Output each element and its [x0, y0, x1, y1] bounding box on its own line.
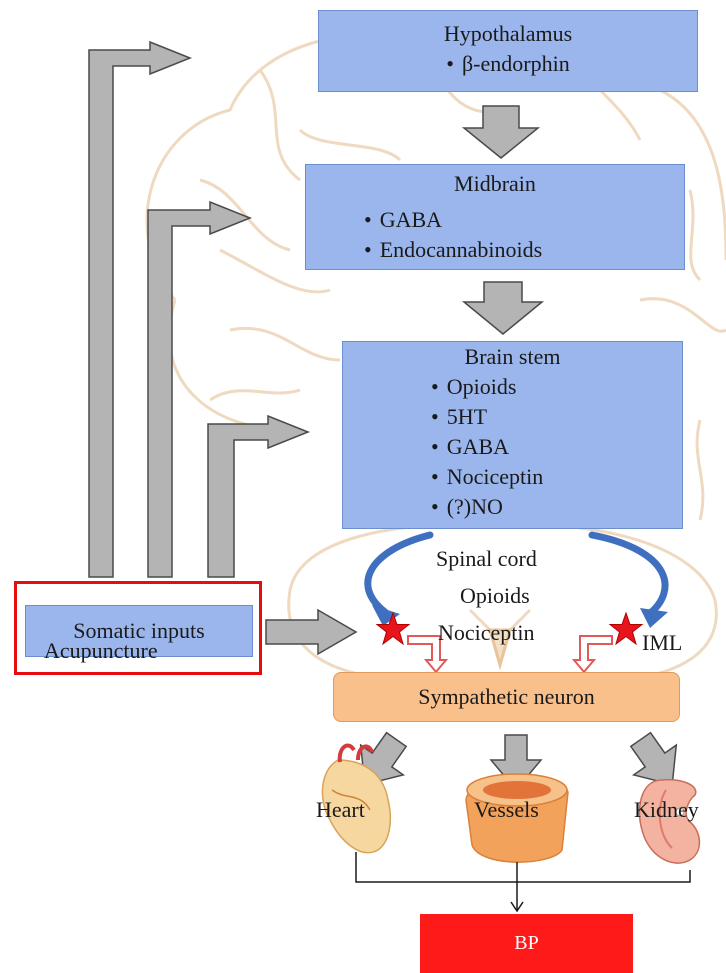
arrow-to-hypothalamus: [89, 42, 190, 577]
list-item: Nociceptin: [431, 462, 682, 492]
spinal-cord-title: Spinal cord: [436, 546, 537, 572]
kidney-label: Kidney: [634, 797, 699, 823]
arrow-somatic-to-spinal: [266, 610, 356, 654]
list-item: 5HT: [431, 402, 682, 432]
list-item: GABA: [431, 432, 682, 462]
brain-stem-title: Brain stem: [343, 342, 682, 372]
star-icon: [610, 613, 642, 644]
midbrain-box: Midbrain GABA Endocannabinoids: [305, 164, 685, 270]
list-item: (?)NO: [431, 492, 682, 522]
list-item: Endocannabinoids: [364, 235, 684, 265]
arrow-midbrain-to-brainstem: [464, 282, 542, 334]
arrow-hypothalamus-to-midbrain: [464, 106, 538, 158]
bp-box: BP: [420, 914, 633, 973]
list-item: β-endorphin: [319, 49, 697, 79]
midbrain-list: GABA Endocannabinoids: [306, 205, 684, 265]
hypothalamus-title: Hypothalamus: [319, 19, 697, 49]
spinal-cord-item-opioids: Opioids: [460, 583, 530, 609]
heart-label: Heart: [316, 797, 365, 823]
list-item: Opioids: [431, 372, 682, 402]
brain-stem-list: Opioids 5HT GABA Nociceptin (?)NO: [343, 372, 682, 522]
vessels-label: Vessels: [474, 797, 539, 823]
arrow-to-brainstem: [208, 416, 308, 577]
sympathetic-neuron-box: Sympathetic neuron: [333, 672, 680, 722]
midbrain-title: Midbrain: [306, 169, 684, 199]
acupuncture-label: Acupuncture: [44, 638, 158, 664]
hypothalamus-box: Hypothalamus β-endorphin: [318, 10, 698, 92]
list-item: GABA: [364, 205, 684, 235]
hypothalamus-list: β-endorphin: [319, 49, 697, 79]
iml-label: IML: [642, 630, 682, 656]
brain-stem-box: Brain stem Opioids 5HT GABA Nociceptin (…: [342, 341, 683, 529]
gray-elbow-arrows: [89, 42, 356, 654]
spinal-cord-item-nociceptin: Nociceptin: [438, 620, 535, 646]
